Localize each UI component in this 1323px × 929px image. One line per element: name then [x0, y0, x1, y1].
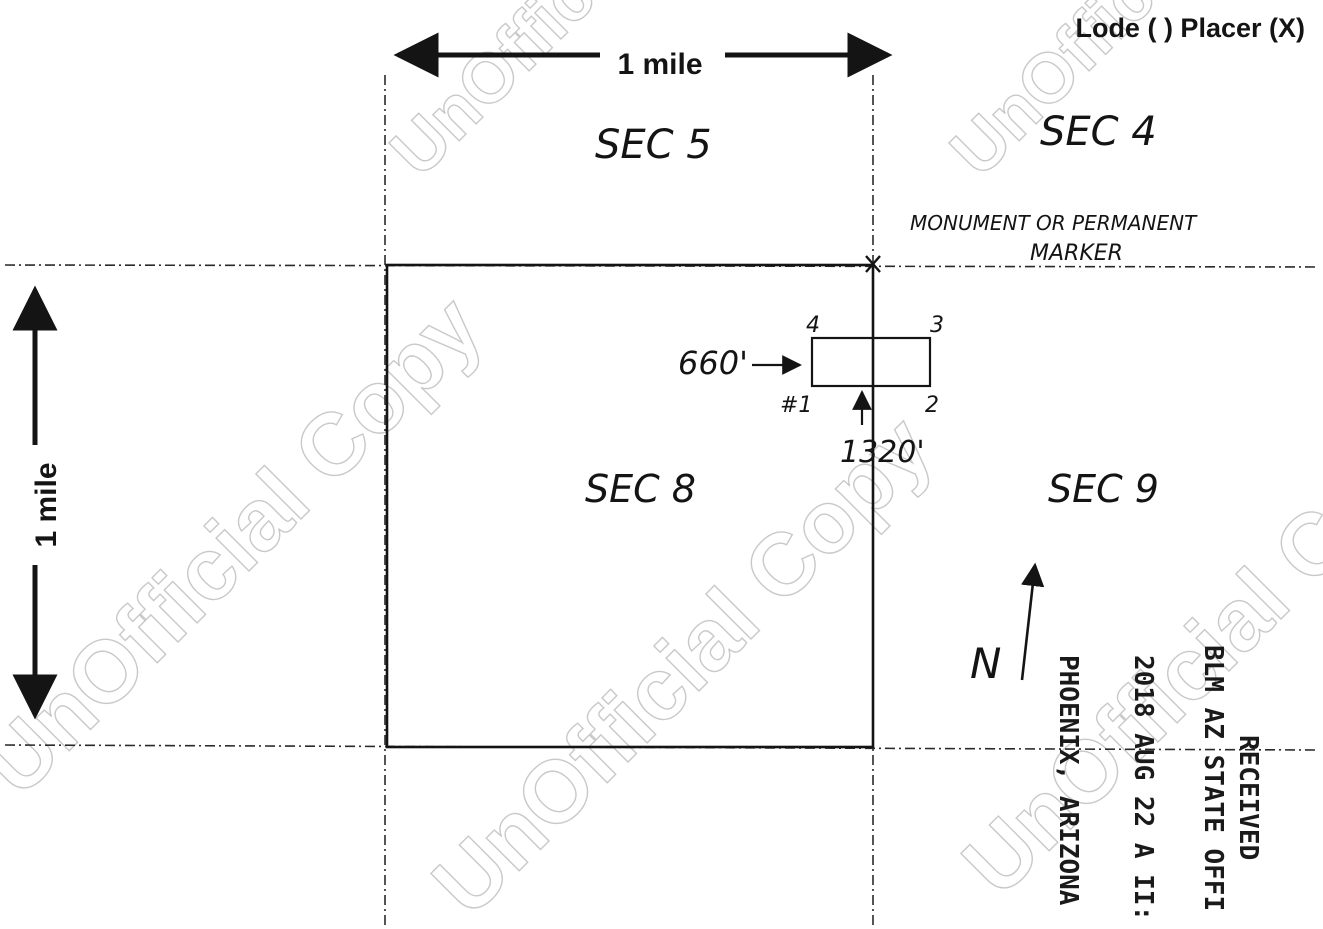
- claim-corner-1: #1: [780, 393, 812, 418]
- horizontal-scale-label: 1 mile: [617, 48, 702, 81]
- monument-marker-icon: [865, 255, 881, 273]
- received-stamp: RECEIVED BLM AZ STATE OFFI 2018 AUG 22 A…: [1053, 645, 1263, 929]
- lode-placer-label: Lode ( ) Placer (X): [1075, 13, 1305, 43]
- vertical-scale-label: 1 mile: [30, 462, 63, 547]
- claim-corner-2: 2: [925, 393, 939, 418]
- claim-width-label: 660': [678, 344, 748, 382]
- section-8-label: SEC 8: [585, 467, 696, 511]
- section-5-label: SEC 5: [595, 122, 712, 168]
- claim-corner-3: 3: [930, 313, 944, 338]
- claim-length-label: 1320': [840, 435, 925, 470]
- grid-line-horizontal-top: [4, 264, 1319, 268]
- stamp-line-1: RECEIVED: [1233, 735, 1263, 860]
- stamp-line-2: BLM AZ STATE OFFI: [1198, 645, 1228, 911]
- section-4-label: SEC 4: [1040, 109, 1157, 155]
- north-label: N: [970, 639, 1001, 688]
- claim-boundary: [810, 336, 932, 388]
- watermark-text: UnOfficial Copy: [0, 277, 500, 814]
- monument-label-line2: MARKER: [1030, 241, 1123, 266]
- north-arrow-icon: [1020, 562, 1045, 681]
- stamp-line-4: PHOENIX, ARIZONA: [1053, 655, 1083, 906]
- section-9-label: SEC 9: [1048, 467, 1159, 511]
- section-8-boundary: [385, 263, 875, 749]
- claim-corner-4: 4: [806, 313, 820, 338]
- grid-line-horizontal-bottom: [4, 744, 1319, 751]
- watermark-text: UnOfficial Copy: [375, 0, 801, 191]
- monument-label-line1: MONUMENT OR PERMANENT: [910, 211, 1198, 235]
- stamp-line-3: 2018 AUG 22 A II: 1: [1128, 655, 1158, 929]
